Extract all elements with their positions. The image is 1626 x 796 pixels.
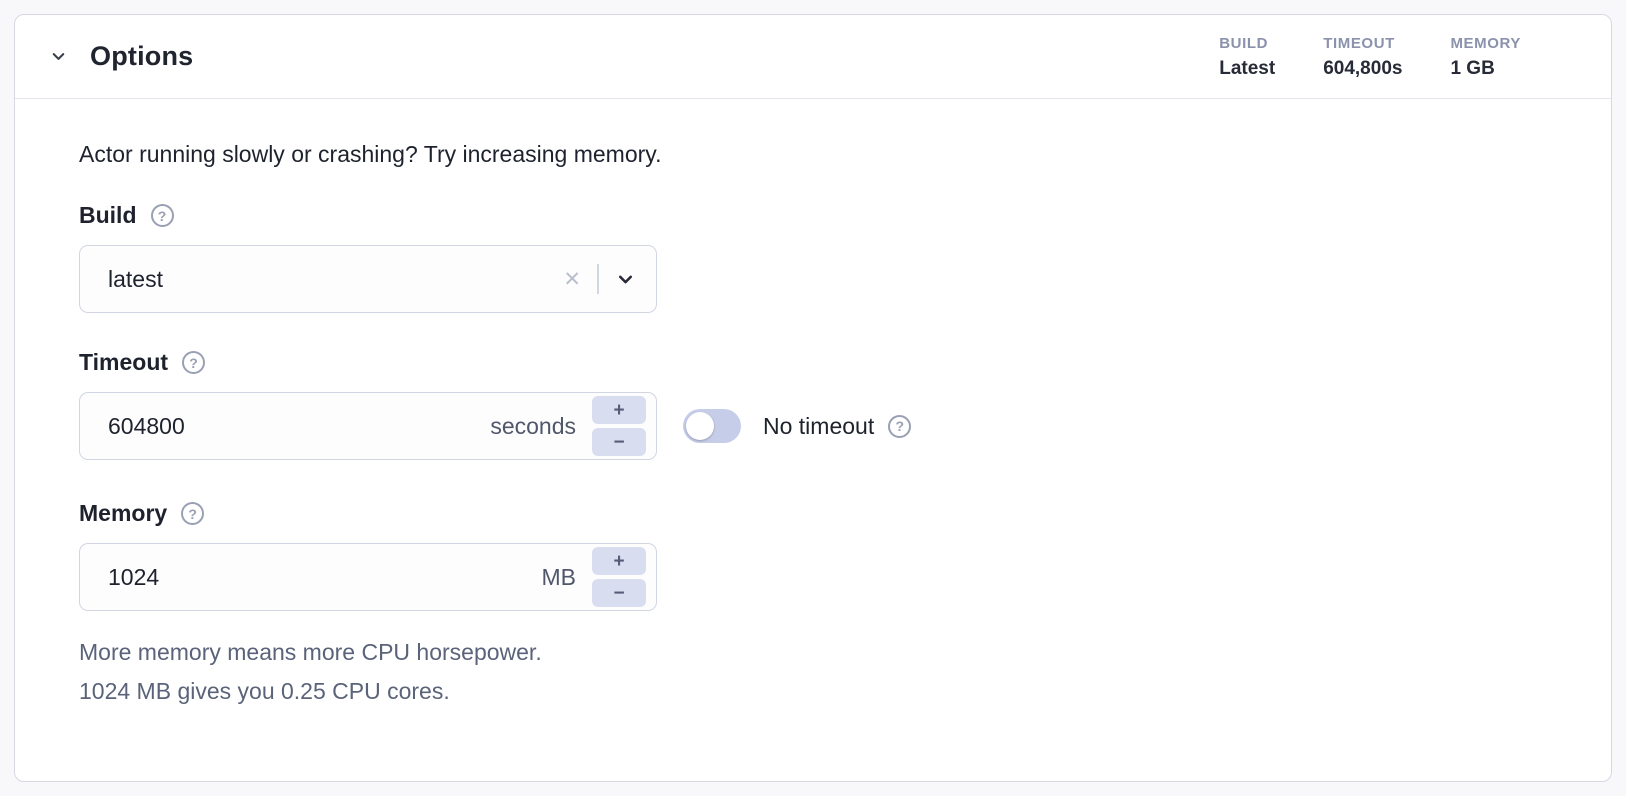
plus-icon: + [613, 399, 625, 421]
memory-field-label: Memory ? [79, 500, 1547, 527]
dropdown-chevron-icon[interactable] [599, 269, 636, 290]
summary-memory-label: MEMORY [1450, 35, 1521, 52]
build-field-label: Build ? [79, 202, 1547, 229]
toggle-knob [686, 412, 714, 440]
summary-build: BUILD Latest [1219, 35, 1275, 80]
collapse-chevron-icon[interactable] [49, 47, 68, 66]
memory-help-icon[interactable]: ? [181, 502, 205, 525]
summary-memory-value: 1 GB [1450, 58, 1495, 79]
summary-timeout-label: TIMEOUT [1323, 35, 1395, 52]
timeout-label: Timeout [79, 349, 169, 375]
timeout-decrement-button[interactable]: − [592, 428, 646, 456]
timeout-field-label: Timeout ? [79, 349, 1547, 376]
no-timeout-toggle[interactable] [683, 409, 741, 443]
memory-label: Memory [79, 500, 168, 526]
summary-memory: MEMORY 1 GB [1450, 35, 1521, 80]
build-input[interactable] [80, 265, 558, 293]
combobox-divider [597, 264, 599, 294]
minus-icon: − [613, 431, 625, 453]
options-body: Actor running slowly or crashing? Try in… [15, 99, 1611, 710]
memory-unit: MB [541, 563, 577, 590]
build-label: Build [79, 202, 137, 228]
no-timeout-label: No timeout [763, 412, 875, 439]
build-combobox[interactable]: ✕ [79, 245, 657, 313]
minus-icon: − [613, 582, 625, 604]
panel-title: Options [90, 41, 194, 71]
memory-help-text: More memory means more CPU horsepower. 1… [79, 633, 1547, 710]
timeout-stepper: + − [592, 396, 646, 456]
options-header[interactable]: Options BUILD Latest TIMEOUT 604,800s ME… [15, 15, 1611, 99]
memory-row: MB + − [79, 543, 1547, 611]
timeout-increment-button[interactable]: + [592, 396, 646, 424]
timeout-row: seconds + − No timeout ? [79, 392, 1547, 460]
memory-stepper: + − [592, 547, 646, 607]
options-summary: BUILD Latest TIMEOUT 604,800s MEMORY 1 G… [1219, 33, 1521, 80]
memory-input[interactable] [80, 562, 542, 592]
clear-icon[interactable]: ✕ [563, 267, 581, 291]
no-timeout-help-icon[interactable]: ? [888, 414, 912, 438]
summary-build-label: BUILD [1219, 35, 1269, 52]
memory-help-line1: More memory means more CPU horsepower. [79, 639, 542, 665]
memory-decrement-button[interactable]: − [592, 579, 646, 607]
summary-build-value: Latest [1219, 58, 1276, 79]
timeout-unit: seconds [490, 412, 576, 439]
options-panel: Options BUILD Latest TIMEOUT 604,800s ME… [14, 14, 1612, 782]
memory-help-line2: 1024 MB gives you 0.25 CPU cores. [79, 677, 450, 704]
summary-timeout-value: 604,800s [1323, 58, 1403, 79]
intro-text: Actor running slowly or crashing? Try in… [79, 141, 662, 167]
memory-increment-button[interactable]: + [592, 547, 646, 575]
plus-icon: + [613, 550, 625, 572]
build-help-icon[interactable]: ? [150, 204, 174, 227]
timeout-help-icon[interactable]: ? [182, 351, 206, 374]
summary-timeout: TIMEOUT 604,800s [1323, 35, 1402, 80]
memory-input-group: MB + − [79, 543, 657, 611]
timeout-input-group: seconds + − [79, 392, 657, 460]
timeout-input[interactable] [80, 411, 491, 441]
